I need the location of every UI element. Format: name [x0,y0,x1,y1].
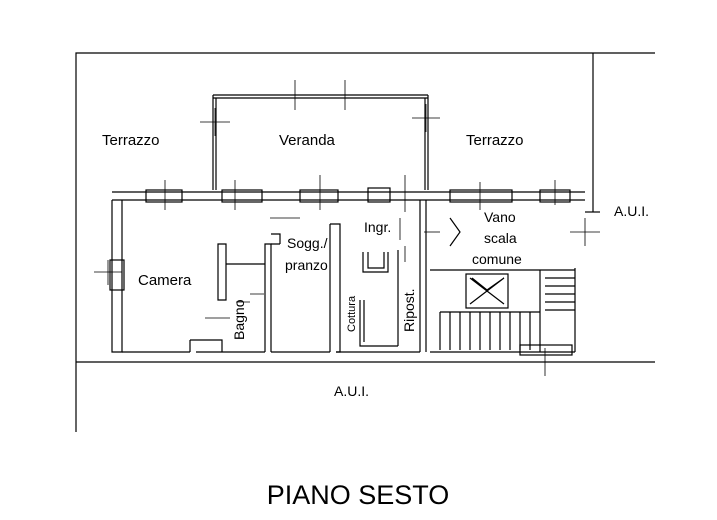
axis-marker [330,80,360,110]
elevator [465,273,509,309]
scala-label: scala [484,230,517,246]
axis-marker [200,108,230,136]
axis-marker [94,260,122,285]
axis-marker [280,80,310,110]
ripost-label: Ripost. [401,288,417,332]
ripost-wall [397,200,427,352]
axis-marker [530,348,560,376]
window [221,189,263,203]
window [299,189,339,203]
terrazzo-right-label: Terrazzo [466,132,524,149]
axis-marker [412,104,440,132]
stair-outline [430,268,576,353]
stair-flight-right [540,269,575,311]
left-wall [111,200,123,353]
sogg-label: Sogg./ [287,235,328,251]
stair-steps [439,311,540,350]
terrace-boundary [75,52,655,432]
axis-marker [570,218,600,246]
camera-label: Camera [138,272,192,289]
partition-camera-bagno [217,243,227,301]
window [449,189,513,203]
front-wall [112,191,585,201]
plan-title: PIANO SESTO [267,480,450,510]
ingr-label: Ingr. [364,219,391,235]
axis-marker [205,217,406,319]
bagno-label: Bagno [231,299,247,340]
door-swing [449,217,461,247]
window [145,189,183,203]
stair-window [519,344,573,356]
terrazzo-left-label: Terrazzo [102,132,160,149]
elevator-cross [469,277,505,305]
window-left [109,259,125,291]
bottom-wall-inner [189,339,223,352]
cucina-counter [362,252,389,273]
partition-bagno [226,243,272,352]
window [367,187,391,203]
vano-label: Vano [484,209,516,225]
cucina-counter-2 [359,300,398,347]
aui-bottom-label: A.U.I. [334,383,369,399]
axis-marker [164,175,556,212]
cottura-label: Cottura [346,295,358,332]
partition-cucina [329,223,341,353]
aui-right-label: A.U.I. [614,203,649,219]
veranda-label: Veranda [279,132,336,149]
veranda-outline [212,94,429,190]
partition-sogg [271,233,281,245]
comune-label: comune [472,251,522,267]
pranzo-label: pranzo [285,257,328,273]
